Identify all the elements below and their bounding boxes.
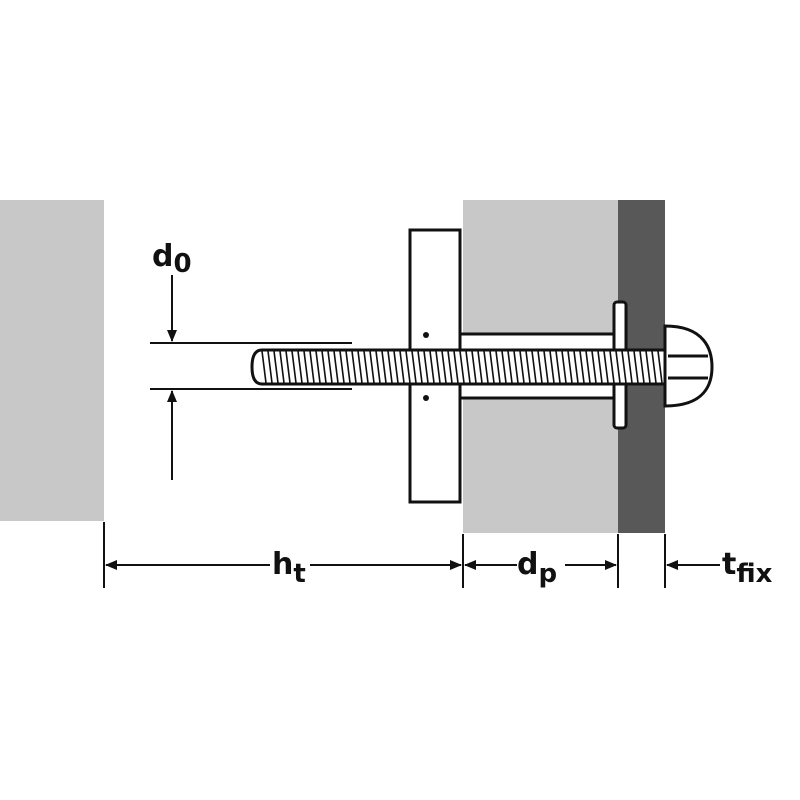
thread-line <box>267 350 273 384</box>
thread-line <box>309 350 315 384</box>
thread-line <box>375 350 381 384</box>
thread-line <box>621 350 627 384</box>
thread-line <box>447 350 453 384</box>
thread-line <box>465 350 471 384</box>
thread-line <box>489 350 495 384</box>
thread-line <box>285 350 291 384</box>
thread-line <box>357 350 363 384</box>
thread-line <box>387 350 393 384</box>
ht-label: ht <box>272 547 306 589</box>
thread-line <box>567 350 573 384</box>
dp-label: dp <box>517 547 557 589</box>
tfix-label-sub: fix <box>736 559 772 589</box>
thread-line <box>639 350 645 384</box>
thread-line <box>585 350 591 384</box>
thread-line <box>501 350 507 384</box>
thread-line <box>657 350 663 384</box>
thread-line <box>327 350 333 384</box>
thread-line <box>411 350 417 384</box>
thread-line <box>495 350 501 384</box>
thread-line <box>645 350 651 384</box>
screw-shank <box>250 348 670 386</box>
thread-line <box>399 350 405 384</box>
wing-rivet-top <box>423 332 429 338</box>
thread-line <box>405 350 411 384</box>
back-wall <box>0 200 104 521</box>
thread-line <box>615 350 621 384</box>
screw <box>250 348 670 386</box>
thread-line <box>393 350 399 384</box>
thread-line <box>549 350 555 384</box>
thread-line <box>339 350 345 384</box>
thread-line <box>651 350 657 384</box>
tfix-label-main: t <box>722 547 736 582</box>
thread-line <box>333 350 339 384</box>
thread-line <box>291 350 297 384</box>
thread-line <box>381 350 387 384</box>
thread-line <box>471 350 477 384</box>
thread-line <box>303 350 309 384</box>
thread-line <box>597 350 603 384</box>
tfix-label: tfix <box>722 547 773 589</box>
thread-line <box>417 350 423 384</box>
thread-line <box>321 350 327 384</box>
screw-threads <box>261 350 663 384</box>
thread-line <box>297 350 303 384</box>
thread-line <box>477 350 483 384</box>
d0-label: d0 <box>152 239 192 279</box>
thread-line <box>519 350 525 384</box>
thread-line <box>633 350 639 384</box>
thread-line <box>609 350 615 384</box>
thread-line <box>459 350 465 384</box>
thread-line <box>273 350 279 384</box>
d0-dimension: d0 <box>150 239 352 480</box>
thread-line <box>261 350 267 384</box>
thread-line <box>369 350 375 384</box>
thread-line <box>555 350 561 384</box>
thread-line <box>441 350 447 384</box>
thread-line <box>543 350 549 384</box>
thread-line <box>561 350 567 384</box>
thread-line <box>591 350 597 384</box>
thread-line <box>537 350 543 384</box>
thread-line <box>429 350 435 384</box>
depth-dimensions: ht dp tfix <box>103 522 773 589</box>
thread-line <box>279 350 285 384</box>
dp-label-main: d <box>517 547 538 582</box>
dp-label-sub: p <box>538 559 557 589</box>
thread-line <box>603 350 609 384</box>
thread-line <box>351 350 357 384</box>
thread-line <box>513 350 519 384</box>
thread-line <box>315 350 321 384</box>
thread-line <box>531 350 537 384</box>
thread-line <box>483 350 489 384</box>
wing-rivet-bottom <box>423 395 429 401</box>
thread-line <box>423 350 429 384</box>
d0-label-sub: 0 <box>173 249 191 279</box>
thread-line <box>435 350 441 384</box>
d0-label-main: d <box>152 239 173 274</box>
thread-line <box>525 350 531 384</box>
thread-line <box>627 350 633 384</box>
ht-label-main: h <box>272 547 293 582</box>
thread-line <box>507 350 513 384</box>
thread-line <box>579 350 585 384</box>
ht-label-sub: t <box>293 559 305 589</box>
thread-line <box>573 350 579 384</box>
thread-line <box>363 350 369 384</box>
thread-line <box>345 350 351 384</box>
thread-line <box>453 350 459 384</box>
screw-head <box>663 324 714 408</box>
